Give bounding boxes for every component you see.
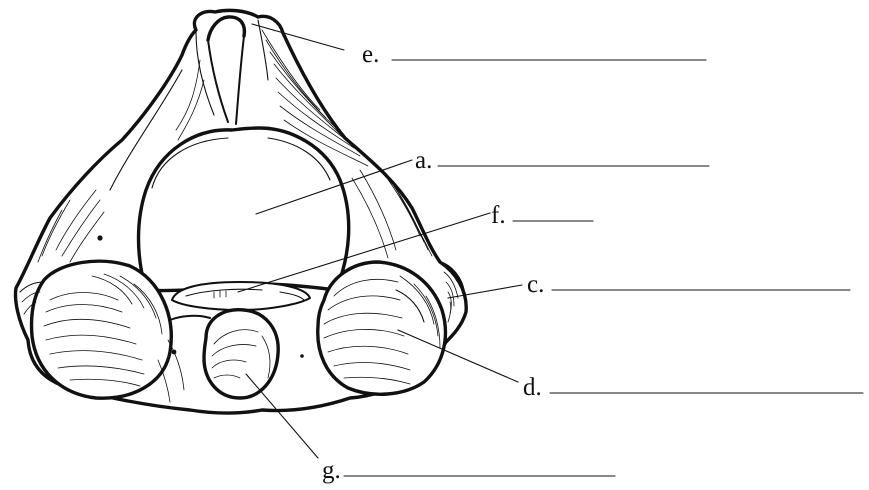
vertebral-foramen [139,128,349,291]
left-superior-facet [32,261,172,398]
inferior-facet [204,310,278,398]
vertebra-illustration [16,10,467,413]
label-a: a. [415,147,432,174]
dens-facet [172,282,310,310]
label-e: e. [362,41,379,68]
right-superior-facet [318,262,446,394]
label-g: g. [322,457,341,484]
label-d: d. [523,374,542,401]
label-f: f. [491,202,506,229]
label-c: c. [527,271,544,298]
